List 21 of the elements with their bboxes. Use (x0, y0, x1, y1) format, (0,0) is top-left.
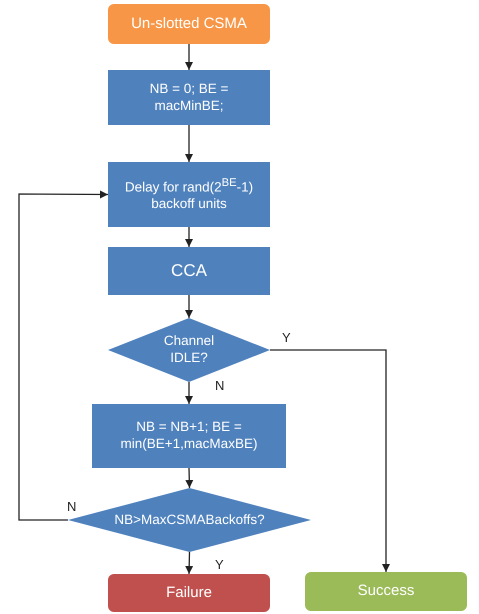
edge-label: N (214, 378, 226, 393)
arrow (185, 295, 193, 318)
process-box: NB = NB+1; BE = min(BE+1,macMaxBE) (92, 404, 286, 468)
arrow (185, 125, 193, 162)
process-box: Delay for rand(2$^{BE}$-1) backoff units (108, 162, 270, 227)
edge-label: N (66, 499, 78, 514)
arrow (185, 382, 193, 404)
edge-label: Y (214, 557, 225, 572)
arrow (185, 227, 193, 247)
arrow (185, 44, 193, 70)
edge-label: Y (281, 330, 292, 345)
arrow (185, 468, 194, 488)
arrow (270, 349, 390, 572)
start-box: Un-slotted CSMA (108, 4, 270, 44)
process-box: CCA (108, 247, 270, 295)
end-box: Success (305, 572, 467, 611)
decision-diamond: Channel IDLE? (108, 318, 270, 382)
arrow (185, 552, 194, 574)
arrow (18, 190, 108, 521)
end-box: Failure (108, 574, 270, 612)
process-box: NB = 0; BE = macMinBE; (108, 70, 270, 125)
